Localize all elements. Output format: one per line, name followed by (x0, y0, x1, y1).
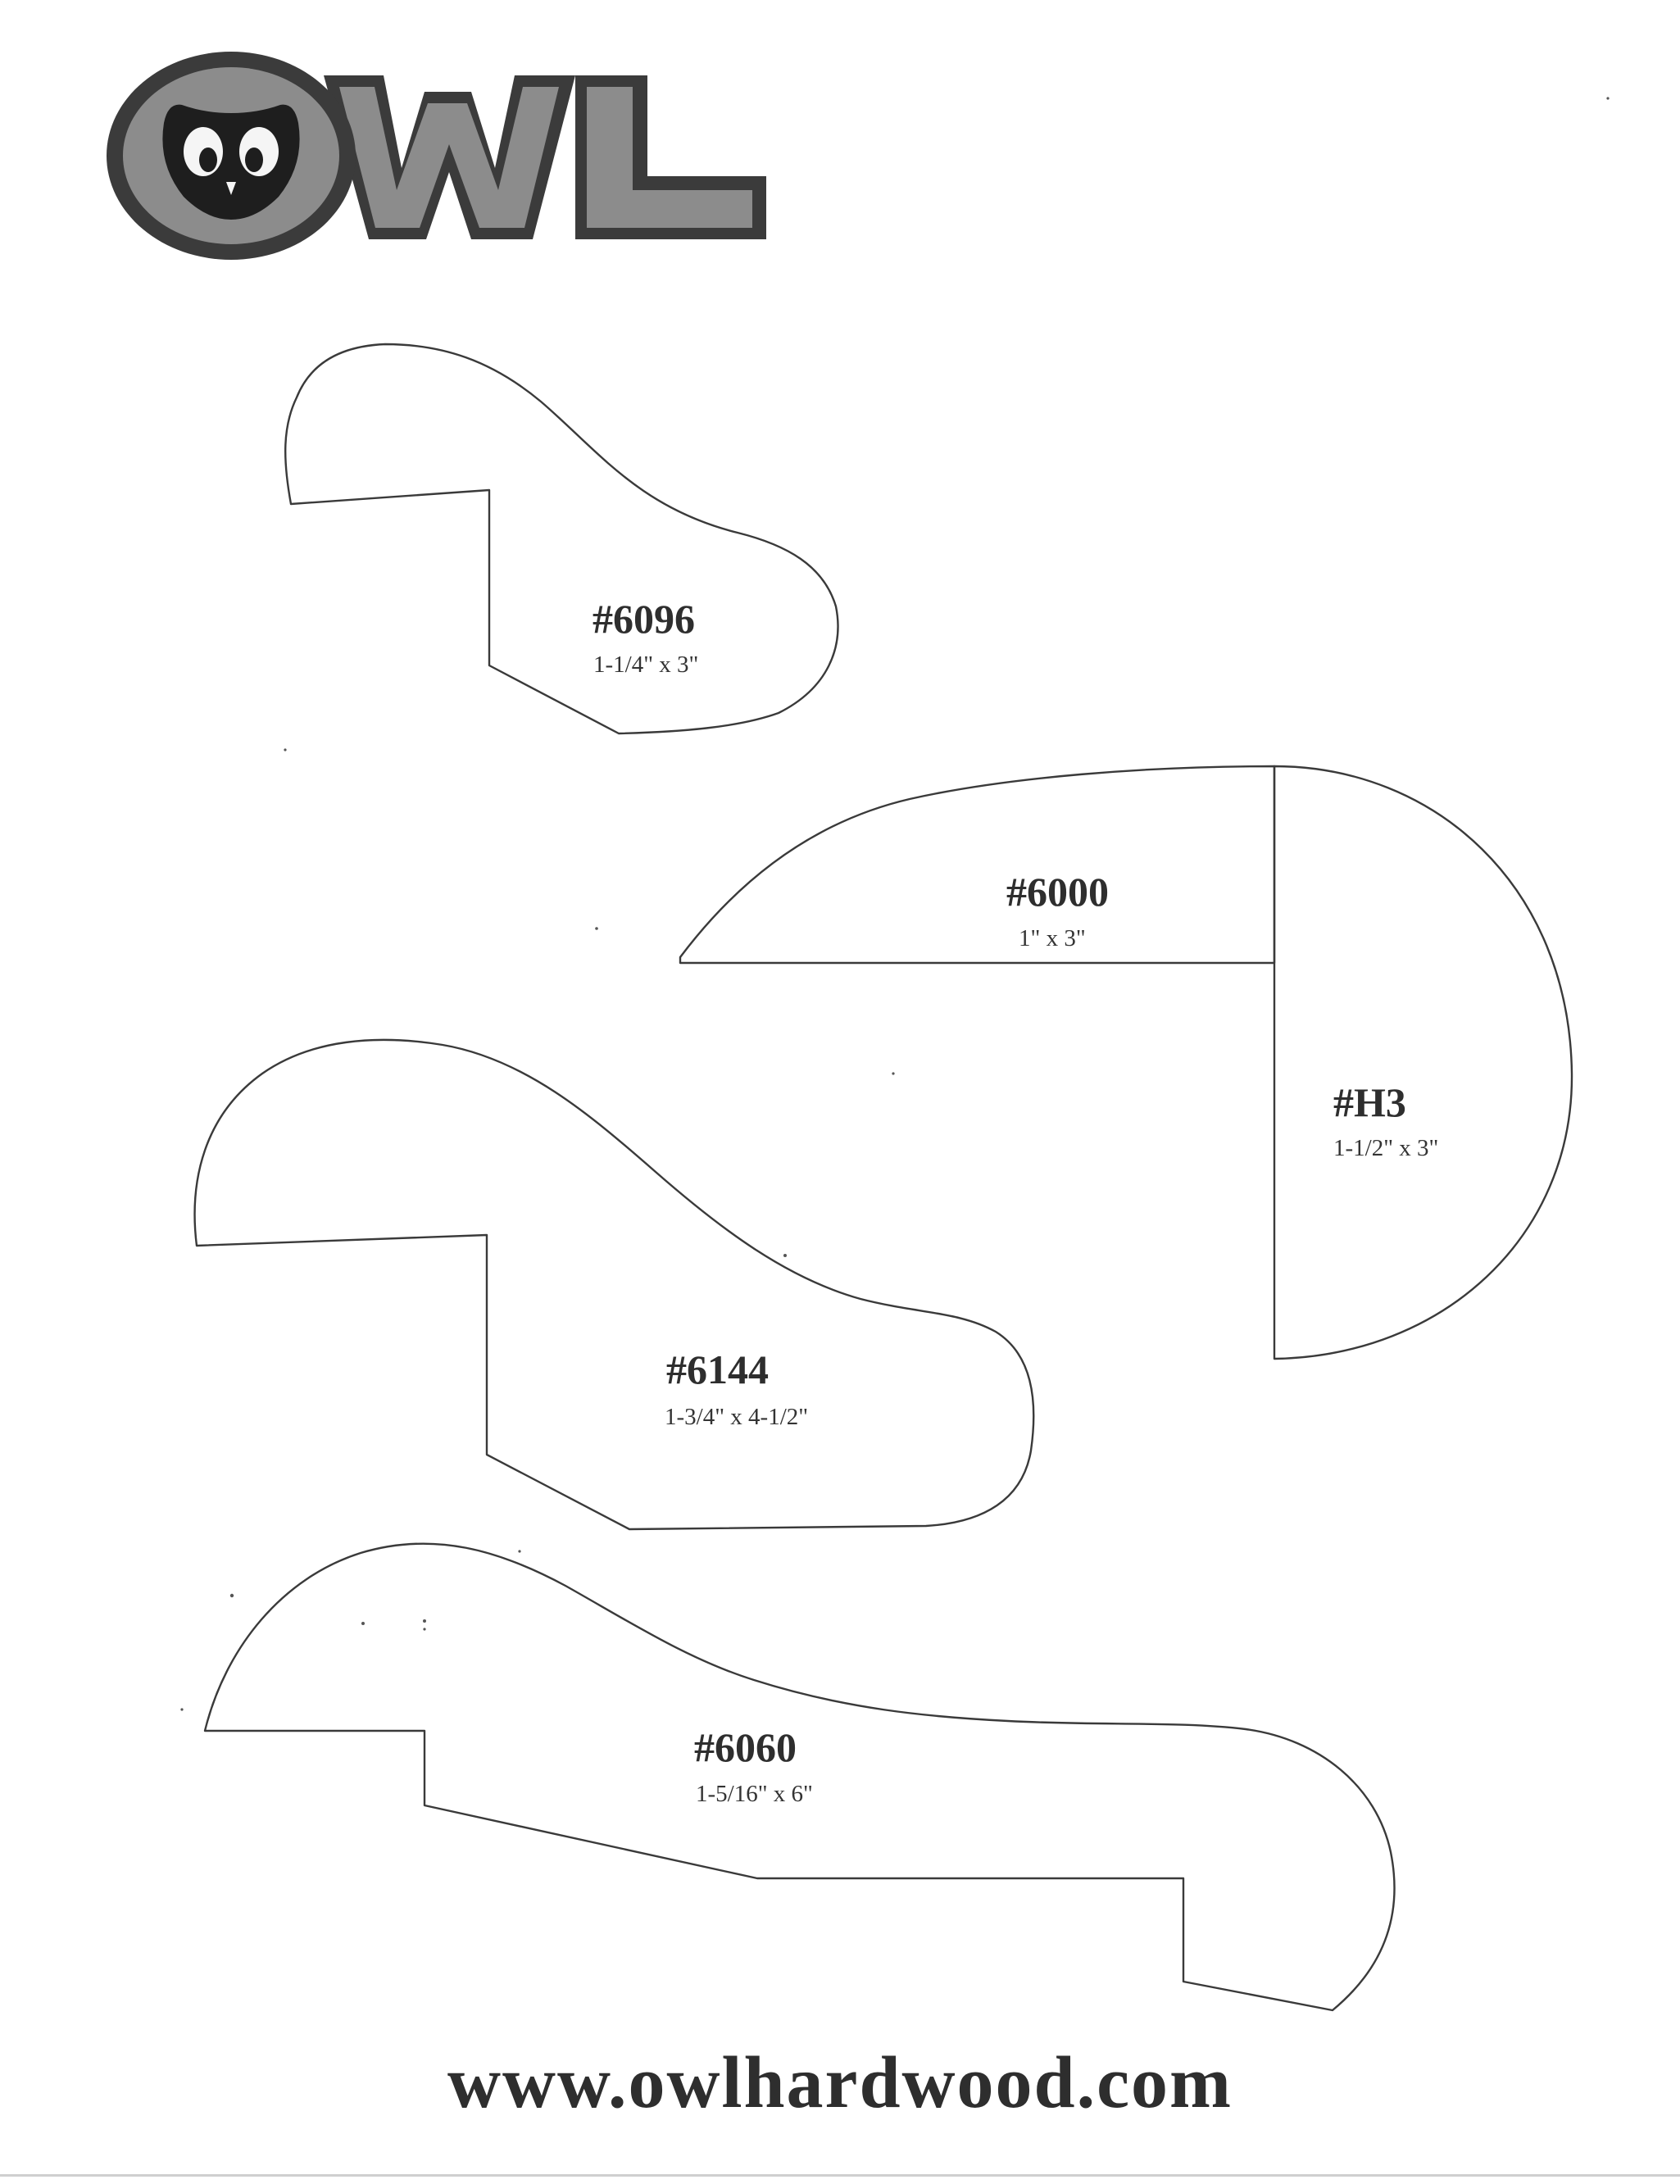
profile-6000: #6000 1" x 3" (679, 765, 1276, 965)
profile-6060-size: 1-5/16" x 6" (696, 1781, 813, 1807)
profile-6060: #6060 1-5/16" x 6" (203, 1542, 1396, 2012)
scan-edge (0, 2174, 1680, 2177)
profile-6060-outline (203, 1542, 1396, 2012)
owl-logo (107, 52, 766, 260)
website-url: www.owlhardwood.com (447, 2042, 1233, 2123)
profile-6060-number: #6060 (694, 1724, 797, 1770)
profile-6000-number: #6000 (1006, 869, 1109, 915)
profile-h3-size: 1-1/2" x 3" (1333, 1135, 1438, 1161)
profile-6096-size: 1-1/4" x 3" (593, 652, 698, 678)
scan-specks (180, 97, 1610, 1711)
profile-6096: #6096 1-1/4" x 3" (284, 343, 839, 735)
profile-h3: #H3 1-1/2" x 3" (1273, 765, 1573, 1360)
profile-6144-size: 1-3/4" x 4-1/2" (665, 1404, 808, 1430)
profile-6000-outline (679, 765, 1276, 965)
profile-6096-outline (284, 343, 839, 735)
profile-6144-number: #6144 (666, 1346, 769, 1392)
logo-wl-fill (339, 87, 752, 228)
profile-6096-number: #6096 (593, 596, 695, 642)
profile-6144-outline (193, 1038, 1035, 1531)
profile-6000-size: 1" x 3" (1019, 925, 1086, 951)
profile-6144: #6144 1-3/4" x 4-1/2" (193, 1038, 1035, 1531)
profile-h3-number: #H3 (1333, 1079, 1406, 1125)
owl-face-icon (162, 104, 300, 220)
profile-h3-outline (1273, 765, 1573, 1360)
